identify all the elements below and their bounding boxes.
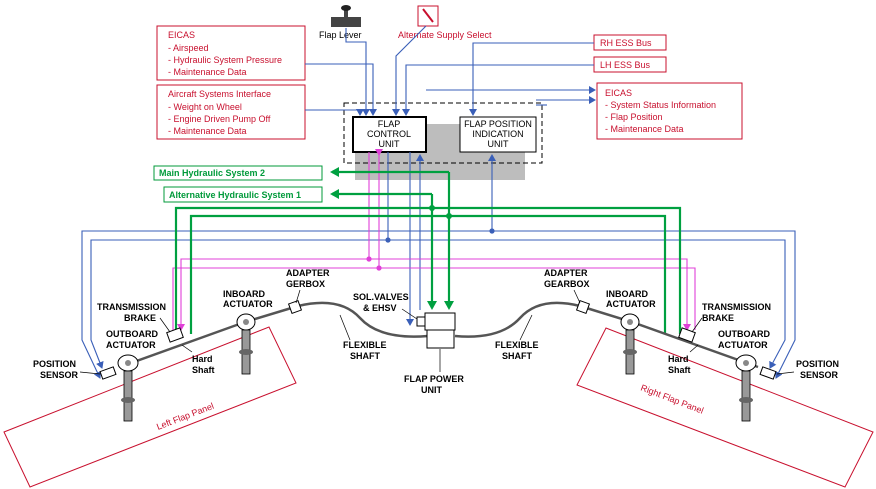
svg-text:FLEXIBLE: FLEXIBLE bbox=[495, 340, 539, 350]
signal-wiring bbox=[81, 25, 796, 379]
svg-text:BRAKE: BRAKE bbox=[124, 313, 156, 323]
svg-text:GEARBOX: GEARBOX bbox=[544, 279, 590, 289]
svg-text:& EHSV: & EHSV bbox=[363, 303, 397, 313]
svg-text:- System Status Information: - System Status Information bbox=[605, 100, 716, 110]
main-hydraulic-system-box bbox=[153, 165, 323, 181]
svg-text:SHAFT: SHAFT bbox=[350, 351, 380, 361]
svg-text:POSITION: POSITION bbox=[33, 359, 76, 369]
svg-text:Aircraft Systems Interface: Aircraft Systems Interface bbox=[168, 89, 271, 99]
svg-text:INDICATION: INDICATION bbox=[472, 129, 523, 139]
svg-text:- Maintenance Data: - Maintenance Data bbox=[168, 67, 247, 77]
control-unit-boundary bbox=[343, 102, 543, 164]
svg-text:CONTROL: CONTROL bbox=[367, 129, 411, 139]
svg-text:Hard: Hard bbox=[192, 354, 213, 364]
aircraft-systems-interface-box: Aircraft Systems Interface - Weight on W… bbox=[156, 84, 306, 140]
svg-text:EICAS: EICAS bbox=[605, 88, 632, 98]
svg-text:ACTUATOR: ACTUATOR bbox=[718, 340, 768, 350]
svg-text:- Maintenance Data: - Maintenance Data bbox=[605, 124, 684, 134]
eicas-left-box: EICAS - Airspeed - Hydraulic System Pres… bbox=[156, 25, 306, 81]
svg-text:ADAPTER: ADAPTER bbox=[286, 268, 330, 278]
main-hydraulic-label: Main Hydraulic System 2 bbox=[159, 168, 265, 178]
flap-power-unit bbox=[416, 312, 456, 349]
left-flap-panel-label: Left Flap Panel bbox=[155, 401, 215, 432]
svg-text:ACTUATOR: ACTUATOR bbox=[606, 299, 656, 309]
right-flap-panel-label: Right Flap Panel bbox=[639, 383, 705, 416]
svg-text:INBOARD: INBOARD bbox=[223, 289, 265, 299]
svg-text:TRANSMISSION: TRANSMISSION bbox=[702, 302, 771, 312]
svg-text:- Airspeed: - Airspeed bbox=[168, 43, 209, 53]
right-position-sensor bbox=[759, 366, 777, 380]
flap-control-unit: FLAP CONTROL UNIT bbox=[352, 116, 427, 153]
left-transmission-brake bbox=[166, 327, 184, 343]
hydraulic-supply: Main Hydraulic System 2 Alternative Hydr… bbox=[153, 165, 682, 334]
alternate-supply-switch-icon: Alternate Supply Select bbox=[398, 5, 492, 40]
alternative-hydraulic-system-box bbox=[163, 186, 323, 203]
svg-text:SENSOR: SENSOR bbox=[40, 370, 79, 380]
svg-text:LH ESS Bus: LH ESS Bus bbox=[600, 60, 651, 70]
svg-text:RH ESS Bus: RH ESS Bus bbox=[600, 38, 652, 48]
svg-text:FLAP POSITION: FLAP POSITION bbox=[464, 119, 532, 129]
svg-text:- Flap Position: - Flap Position bbox=[605, 112, 663, 122]
svg-text:SENSOR: SENSOR bbox=[800, 370, 839, 380]
svg-text:SOL.VALVES: SOL.VALVES bbox=[353, 292, 409, 302]
left-position-sensor bbox=[99, 366, 117, 380]
right-flap-panel: Right Flap Panel bbox=[576, 327, 874, 488]
left-inboard-actuator bbox=[236, 313, 256, 375]
eicas-right-box: EICAS - System Status Information - Flap… bbox=[596, 82, 743, 140]
svg-text:- Engine Driven Pump Off: - Engine Driven Pump Off bbox=[168, 114, 271, 124]
svg-text:- Maintenance Data: - Maintenance Data bbox=[168, 126, 247, 136]
left-outboard-actuator bbox=[117, 354, 139, 422]
svg-text:SHAFT: SHAFT bbox=[502, 351, 532, 361]
right-adapter-gearbox bbox=[575, 299, 591, 315]
svg-text:ACTUATOR: ACTUATOR bbox=[223, 299, 273, 309]
flap-lever-icon: Flap Lever bbox=[319, 5, 362, 40]
svg-text:UNIT: UNIT bbox=[379, 139, 400, 149]
right-transmission-brake bbox=[678, 327, 696, 343]
svg-text:UNIT: UNIT bbox=[488, 139, 509, 149]
alternate-supply-label: Alternate Supply Select bbox=[398, 30, 492, 40]
svg-text:FLEXIBLE: FLEXIBLE bbox=[343, 340, 387, 350]
alternative-hydraulic-label: Alternative Hydraulic System 1 bbox=[169, 190, 301, 200]
svg-text:UNIT: UNIT bbox=[421, 385, 442, 395]
svg-text:Hard: Hard bbox=[668, 354, 689, 364]
svg-text:OUTBOARD: OUTBOARD bbox=[106, 329, 158, 339]
svg-text:TRANSMISSION: TRANSMISSION bbox=[97, 302, 166, 312]
svg-text:INBOARD: INBOARD bbox=[606, 289, 648, 299]
svg-text:- Hydraulic System Pressure: - Hydraulic System Pressure bbox=[168, 55, 282, 65]
right-inboard-actuator bbox=[620, 313, 640, 375]
brake-power-wiring bbox=[172, 149, 696, 331]
svg-text:- Weight on Wheel: - Weight on Wheel bbox=[168, 102, 242, 112]
svg-text:OUTBOARD: OUTBOARD bbox=[718, 329, 770, 339]
svg-text:ACTUATOR: ACTUATOR bbox=[106, 340, 156, 350]
right-outboard-actuator bbox=[735, 354, 757, 422]
component-labels: ADAPTER GERBOX INBOARD ACTUATOR TRANSMIS… bbox=[33, 268, 839, 395]
rh-ess-bus-box: RH ESS Bus bbox=[593, 34, 667, 51]
svg-text:GERBOX: GERBOX bbox=[286, 279, 325, 289]
torque-shaft bbox=[119, 301, 759, 369]
left-adapter-gearbox bbox=[287, 299, 303, 315]
flap-position-indication-unit: FLAP POSITION INDICATION UNIT bbox=[459, 116, 537, 153]
svg-text:Shaft: Shaft bbox=[192, 365, 215, 375]
svg-text:Shaft: Shaft bbox=[668, 365, 691, 375]
svg-text:BRAKE: BRAKE bbox=[702, 313, 734, 323]
lh-ess-bus-box: LH ESS Bus bbox=[593, 56, 667, 73]
svg-text:FLAP: FLAP bbox=[378, 119, 401, 129]
flap-lever-label: Flap Lever bbox=[319, 30, 362, 40]
svg-text:FLAP POWER: FLAP POWER bbox=[404, 374, 464, 384]
svg-text:ADAPTER: ADAPTER bbox=[544, 268, 588, 278]
svg-text:POSITION: POSITION bbox=[796, 359, 839, 369]
svg-text:EICAS: EICAS bbox=[168, 30, 195, 40]
